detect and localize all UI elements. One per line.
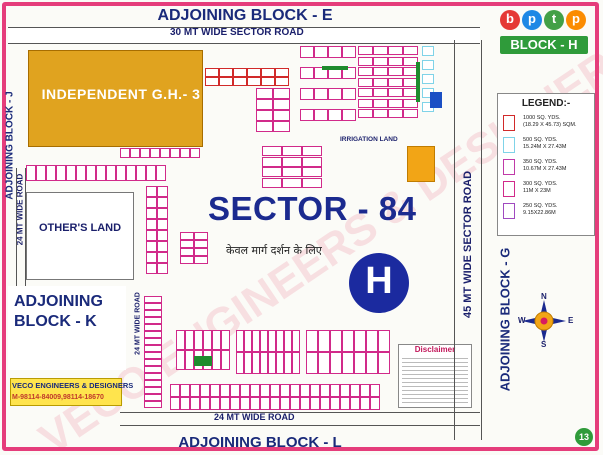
blue-marker — [430, 92, 442, 108]
plots-top-center-2 — [300, 46, 356, 130]
adjoining-block-l: ADJOINING BLOCK - L — [178, 434, 342, 451]
legend-text-300: 300 SQ. YDS. 11M X 23M — [523, 181, 558, 194]
plots-top-right — [358, 46, 420, 120]
right-road-band — [454, 40, 482, 440]
hindi-guidance-note: केवल मार्ग दर्शन के लिए — [226, 244, 322, 257]
disclaimer-title: Disclaimer — [414, 345, 456, 354]
irrigation-land-label: IRRIGATION LAND — [340, 136, 398, 143]
plots-top-row — [205, 68, 289, 86]
legend-text-250: 250 SQ. YDS. 9.15X22.86M — [523, 203, 558, 216]
legend-title: LEGEND:- — [521, 98, 571, 109]
plots-top-center — [256, 88, 290, 132]
compass-e: E — [568, 316, 574, 325]
sector-title: SECTOR - 84 — [208, 190, 417, 227]
plots-central-column — [146, 186, 168, 274]
bptp-letter-b: b — [500, 10, 520, 30]
bottom-road-band — [120, 412, 480, 426]
plots-lower-left-column — [144, 296, 162, 408]
bptp-letter-p: p — [522, 10, 542, 30]
bptp-letter-t: t — [544, 10, 564, 30]
legend-swatch-1000 — [503, 115, 515, 131]
plots-central — [262, 146, 322, 188]
block-label: BLOCK - H — [500, 36, 588, 54]
right-road-label: 45 MT WIDE SECTOR ROAD — [462, 170, 474, 318]
left-road-lower-label: 24 MT WIDE ROAD — [134, 292, 142, 355]
green-belt-top — [322, 66, 348, 70]
adjoining-block-e: ADJOINING BLOCK - E — [157, 7, 333, 24]
legend-item: 350 SQ. YDS. 10.67M X 27.43M — [503, 159, 589, 175]
legend-swatch-500 — [503, 137, 515, 153]
map-border — [2, 2, 599, 451]
legend-swatch-250 — [503, 203, 515, 219]
veco-phone: M-98114-84009,98114-18670 — [12, 394, 104, 401]
orange-plot — [407, 146, 435, 182]
bptp-logo: b p t p — [500, 10, 590, 34]
left-road-band — [16, 168, 26, 288]
legend-item: 1000 SQ. YDS. (18.29 X 45.73) SQM. — [503, 115, 589, 131]
plots-bottom-row — [170, 384, 380, 410]
bottom-road-label: 24 MT WIDE ROAD — [214, 412, 295, 422]
page-number: 13 — [575, 428, 593, 446]
legend-text-500: 500 SQ. YDS. 15.24M X 27.43M — [523, 137, 567, 150]
compass-icon — [522, 300, 566, 342]
legend-swatch-300 — [503, 181, 515, 197]
legend-item: 500 SQ. YDS. 15.24M X 27.43M — [503, 137, 589, 153]
plots-lower-mid-3 — [306, 330, 390, 374]
independent-gh-block — [28, 50, 203, 147]
adjoining-block-g: ADJOINING BLOCK - G — [497, 247, 513, 392]
adjoining-block-j: ADJOINING BLOCK - J — [4, 91, 16, 200]
legend-text-1000: 1000 SQ. YDS. (18.29 X 45.73) SQM. — [523, 115, 577, 128]
block-h-circle — [349, 253, 409, 313]
bptp-letter-p2: p — [566, 10, 586, 30]
plots-lower-mid-2 — [236, 330, 300, 374]
top-road-label: 30 MT WIDE SECTOR ROAD — [170, 27, 304, 38]
adjoining-block-k-box — [8, 286, 126, 370]
adjoining-block-k: ADJOINING BLOCK - K — [14, 293, 103, 330]
others-land-area — [26, 192, 134, 280]
legend-box: LEGEND:- 1000 SQ. YDS. (18.29 X 45.73) S… — [497, 93, 595, 236]
legend-item: 250 SQ. YDS. 9.15X22.86M — [503, 203, 589, 219]
compass-w: W — [518, 316, 526, 325]
legend-item: 300 SQ. YDS. 11M X 23M — [503, 181, 589, 197]
green-park-lower — [194, 356, 212, 366]
independent-gh-label: INDEPENDENT G.H.- 3 — [41, 86, 201, 102]
veco-box — [10, 378, 122, 406]
plots-mid-left-row — [26, 165, 166, 181]
legend-text-350: 350 SQ. YDS. 10.67M X 27.43M — [523, 159, 567, 172]
veco-name: VECO ENGINEERS & DESIGNERS — [12, 381, 134, 390]
legend-swatch-350 — [503, 159, 515, 175]
compass-n: N — [541, 292, 547, 301]
plots-row-below-gh — [120, 148, 200, 158]
disclaimer-lines — [402, 358, 468, 404]
top-sector-road — [8, 27, 480, 44]
block-h-letter: H — [365, 260, 393, 302]
plots-central-column-2 — [180, 232, 208, 264]
others-land-label: OTHER'S LAND — [38, 222, 122, 234]
compass-s: S — [541, 340, 547, 349]
green-belt-right — [416, 62, 420, 102]
